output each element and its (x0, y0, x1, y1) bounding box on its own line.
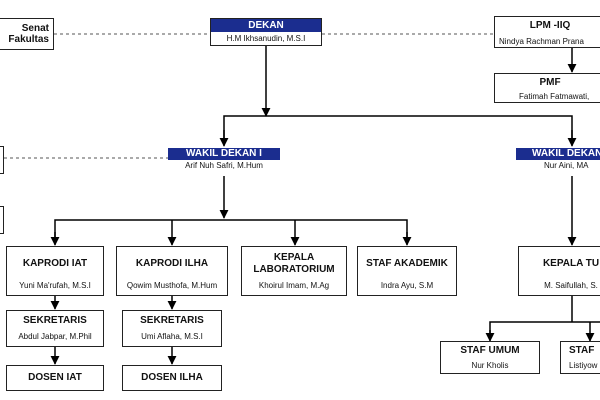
wakil2-title: WAKIL DEKAN (516, 148, 600, 160)
left-partial-box-1 (0, 146, 4, 174)
sekretaris-iat-title: SEKRETARIS (23, 315, 87, 326)
kepala-tu-box: KEPALA TU M. Saifullah, S. (518, 246, 600, 296)
staf-umum-title: STAF UMUM (460, 345, 520, 356)
lpm-name: Nindya Rachman Prana (499, 37, 584, 46)
sekretaris-iat-name: Abdul Jabpar, M.Phil (18, 332, 92, 341)
staf-right-title: STAF (569, 345, 595, 356)
dosen-iat-box: DOSEN IAT (6, 365, 104, 391)
line-wakil-branch (223, 115, 573, 145)
pmf-name: Fatimah Fatmawati, (519, 92, 590, 101)
kepala-lab-title-2: LABORATORIUM (253, 264, 335, 275)
staf-right-box: STAF Listiyow (560, 341, 600, 374)
wakil1-box: WAKIL DEKAN I Arif Nuh Safri, M.Hum (168, 148, 280, 171)
kaprodi-ilha-title: KAPRODI ILHA (135, 258, 209, 269)
kaprodi-ilha-box: KAPRODI ILHA Qowim Musthofa, M.Hum (116, 246, 228, 296)
pmf-title: PMF (539, 77, 561, 88)
kaprodi-ilha-name: Qowim Musthofa, M.Hum (126, 281, 218, 290)
left-partial-box-2 (0, 206, 4, 234)
sekretaris-iat-box: SEKRETARIS Abdul Jabpar, M.Phil (6, 310, 104, 347)
line-wakil1-branch (54, 219, 408, 244)
staf-umum-name: Nur Kholis (471, 361, 509, 370)
wakil2-name: Nur Aini, MA (544, 161, 589, 170)
sekretaris-ilha-title: SEKRETARIS (140, 315, 204, 326)
kepala-tu-title: KEPALA TU (542, 258, 600, 269)
wakil1-title: WAKIL DEKAN I (168, 148, 280, 160)
senat-line2: Fakultas (8, 34, 49, 45)
kepala-lab-name: Khoirul Imam, M.Ag (258, 281, 330, 290)
line-tu-branch (489, 321, 600, 339)
dekan-title: DEKAN (211, 19, 321, 32)
pmf-box: PMF Fatimah Fatmawati, (494, 73, 600, 103)
lpm-title: LPM -IIQ (529, 20, 571, 31)
kaprodi-iat-title: KAPRODI IAT (22, 258, 88, 269)
staf-akademik-title: STAF AKADEMIK (366, 258, 448, 269)
staf-akademik-name: Indra Ayu, S.M (380, 281, 434, 290)
dosen-ilha-box: DOSEN ILHA (122, 365, 222, 391)
kepala-lab-box: KEPALA LABORATORIUM Khoirul Imam, M.Ag (241, 246, 347, 296)
staf-akademik-box: STAF AKADEMIK Indra Ayu, S.M (357, 246, 457, 296)
lpm-box: LPM -IIQ Nindya Rachman Prana (494, 16, 600, 48)
wakil2-box: WAKIL DEKAN Nur Aini, MA (516, 148, 600, 171)
kaprodi-iat-name: Yuni Ma'rufah, M.S.I (19, 281, 91, 290)
wakil1-name: Arif Nuh Safri, M.Hum (185, 161, 263, 170)
staf-right-name: Listiyow (569, 361, 598, 370)
senat-fakultas-box: Senat Fakultas (0, 18, 54, 50)
kepala-lab-title-1: KEPALA (273, 252, 315, 263)
kaprodi-iat-box: KAPRODI IAT Yuni Ma'rufah, M.S.I (6, 246, 104, 296)
sekretaris-ilha-name: Umi Aflaha, M.S.I (141, 332, 203, 341)
senat-line1: Senat (21, 22, 49, 34)
sekretaris-ilha-box: SEKRETARIS Umi Aflaha, M.S.I (122, 310, 222, 347)
staf-umum-box: STAF UMUM Nur Kholis (440, 341, 540, 374)
dosen-ilha-title: DOSEN ILHA (141, 372, 203, 383)
dosen-iat-title: DOSEN IAT (28, 372, 82, 383)
dekan-name: H.M Ikhsanudin, M.S.I (226, 34, 306, 43)
kepala-tu-name: M. Saifullah, S. (544, 281, 598, 290)
dekan-box: DEKAN H.M Ikhsanudin, M.S.I (210, 18, 322, 46)
